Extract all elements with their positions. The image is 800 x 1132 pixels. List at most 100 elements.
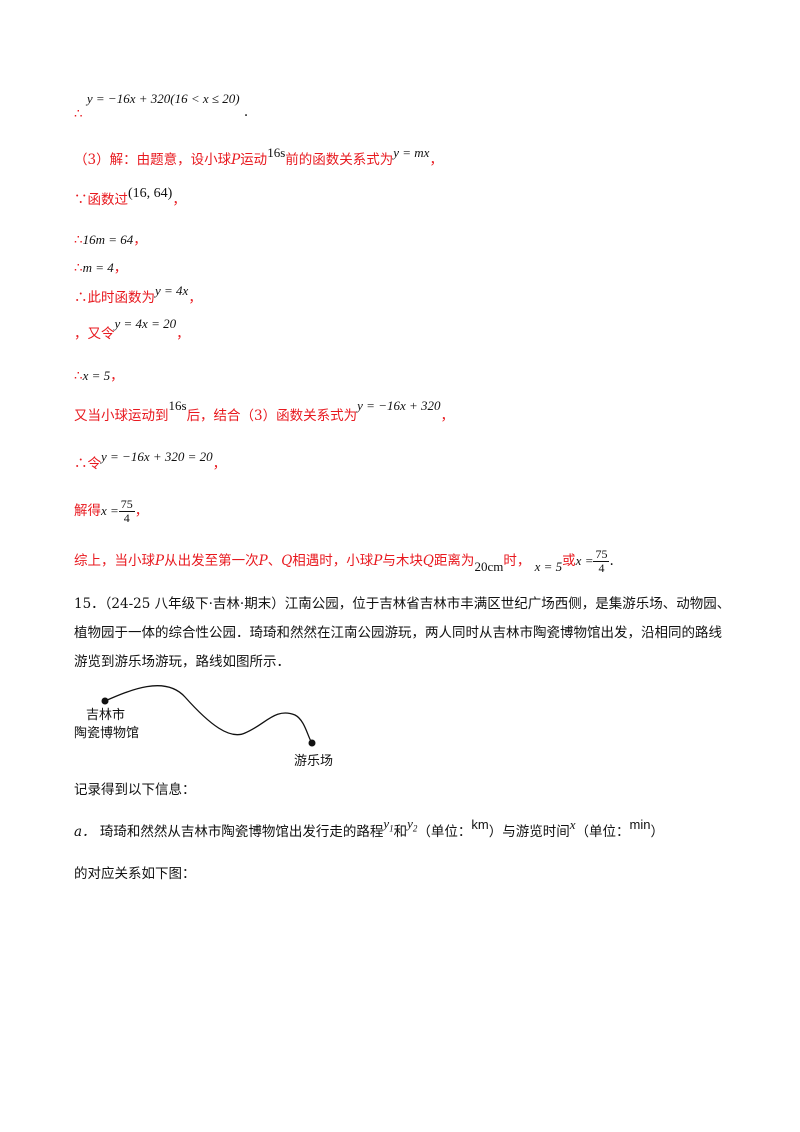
text: 后，结合（3）函数关系式为	[186, 408, 358, 424]
text: ∴此时函数为	[74, 290, 155, 306]
comma: ，	[429, 152, 443, 168]
text: 和	[393, 824, 408, 840]
numerator: 75	[118, 497, 135, 512]
text: ）与游览时间	[488, 824, 570, 840]
comma: ，	[440, 408, 455, 424]
text: 或	[562, 553, 576, 569]
text: ∵函数过	[74, 192, 128, 208]
end-label: 游乐场	[294, 754, 334, 769]
math-expression: m = 4	[82, 260, 114, 275]
comma: ，	[110, 368, 124, 384]
numerator: 75	[593, 547, 610, 562]
y2-subscript: 2	[412, 823, 418, 834]
start-label-line2: 陶瓷博物馆	[74, 726, 140, 741]
y2-letter: y	[407, 816, 413, 831]
therefore-symbol: ∴	[74, 260, 83, 276]
solution-line-3: ∵函数过(16, 64)，	[74, 186, 186, 209]
text: 相遇时，小球	[292, 553, 374, 569]
text: 解得	[74, 503, 101, 519]
variable-p: P	[258, 553, 268, 569]
text: 距离为	[433, 553, 475, 569]
math-expression: 16m = 64	[82, 232, 134, 247]
period: .	[243, 104, 249, 120]
text: （单位：	[575, 824, 630, 840]
end-point	[308, 739, 316, 747]
record-info: 记录得到以下信息：	[74, 782, 196, 798]
text: 又当小球运动到	[74, 408, 169, 424]
unit-km: km	[471, 817, 489, 832]
denominator: 4	[123, 511, 130, 525]
math-expression: y = 4x	[155, 283, 189, 298]
therefore-symbol: ∴	[74, 232, 83, 248]
math-expression: y = −16x + 320(16 < x ≤ 20)	[86, 91, 240, 106]
text: （3）解：由题意，设小球	[74, 152, 232, 168]
text: ，又令	[74, 326, 115, 342]
solution-line-5: ∴m = 4，	[74, 256, 127, 276]
y1-letter: y	[383, 816, 390, 831]
text: 琦琦和然然从吉林市陶瓷博物馆出发行走的路程	[99, 824, 384, 840]
solution-line-10: ∴令y = −16x + 320 = 20，	[74, 449, 227, 472]
x-symbol: x	[569, 817, 576, 832]
comma: ，	[113, 260, 128, 276]
text: 前的函数关系式为	[285, 152, 394, 168]
math-expression: y = 4x = 20	[114, 316, 177, 331]
route-path	[104, 685, 313, 744]
denominator: 4	[598, 561, 605, 575]
solution-line-2: （3）解：由题意，设小球P运动16s前的函数关系式为y = mx，	[74, 145, 443, 168]
text: 与木块	[382, 553, 423, 569]
solution-line-8: ∴x = 5，	[74, 364, 124, 384]
text: （单位：	[417, 824, 472, 840]
math-expression: y = −16x + 320	[357, 398, 441, 413]
variable-q: Q	[422, 553, 434, 569]
text: ）	[650, 824, 665, 840]
math-point: (16, 64)	[128, 186, 173, 201]
solution-line-7: ，又令y = 4x = 20，	[74, 316, 190, 342]
math-expression: x = 5	[534, 559, 563, 574]
start-point	[101, 697, 109, 705]
route-diagram: 吉林市 陶瓷博物馆 游乐场	[70, 680, 370, 774]
variable-p: P	[373, 553, 383, 569]
math-variable: x =	[101, 503, 119, 518]
y1-subscript: 1	[389, 823, 394, 834]
solution-line-6: ∴此时函数为y = 4x，	[74, 283, 202, 306]
text: 从出发至第一次	[164, 553, 259, 569]
solution-line-1: ∴ y = −16x + 320(16 < x ≤ 20) .	[74, 91, 248, 122]
comma: ，	[188, 290, 202, 306]
problem-15-text: 15．（24-25 八年级下·吉林·期末）江南公园，位于吉林省吉林市丰满区世纪广…	[74, 596, 731, 670]
solution-line-9: 又当小球运动到16s后，结合（3）函数关系式为y = −16x + 320，	[74, 398, 455, 424]
comma: ，	[176, 326, 190, 342]
math-variable: x =	[575, 553, 594, 568]
therefore-symbol: ∴	[74, 106, 83, 122]
period: .	[609, 553, 614, 569]
text: ∴令	[74, 456, 101, 472]
math-expression: y = mx	[393, 145, 430, 160]
therefore-symbol: ∴	[74, 368, 83, 384]
text: 、	[267, 553, 282, 569]
text: 运动	[240, 152, 268, 168]
item-label: a．	[74, 824, 96, 840]
variable-q: Q	[281, 553, 293, 569]
comma: ，	[134, 503, 149, 519]
start-label-line1: 吉林市	[86, 708, 126, 723]
distance-value: 20cm	[474, 559, 504, 574]
y2-symbol: y2	[407, 816, 418, 834]
route-curve	[101, 685, 316, 747]
unit-min: min	[629, 817, 651, 832]
solution-line-12: 综上，当小球P从出发至第一次P、Q相遇时，小球P与木块Q距离为20cm时， x …	[74, 548, 614, 575]
text: 时，	[503, 553, 531, 569]
variable-p: P	[231, 152, 241, 168]
time-value: 16s	[267, 145, 286, 160]
math-expression: y = −16x + 320 = 20	[101, 449, 213, 464]
solution-line-4: ∴16m = 64，	[74, 228, 147, 248]
y1-symbol: y1	[383, 816, 394, 834]
comma: ，	[212, 456, 227, 472]
time-value: 16s	[168, 398, 187, 413]
text: 综上，当小球	[74, 553, 155, 569]
comma: ，	[172, 192, 186, 208]
math-expression: x = 5	[82, 368, 111, 383]
info-a-line: a． 琦琦和然然从吉林市陶瓷博物馆出发行走的路程y1和y2（单位：km）与游览时…	[74, 816, 665, 842]
comma: ，	[133, 232, 147, 248]
